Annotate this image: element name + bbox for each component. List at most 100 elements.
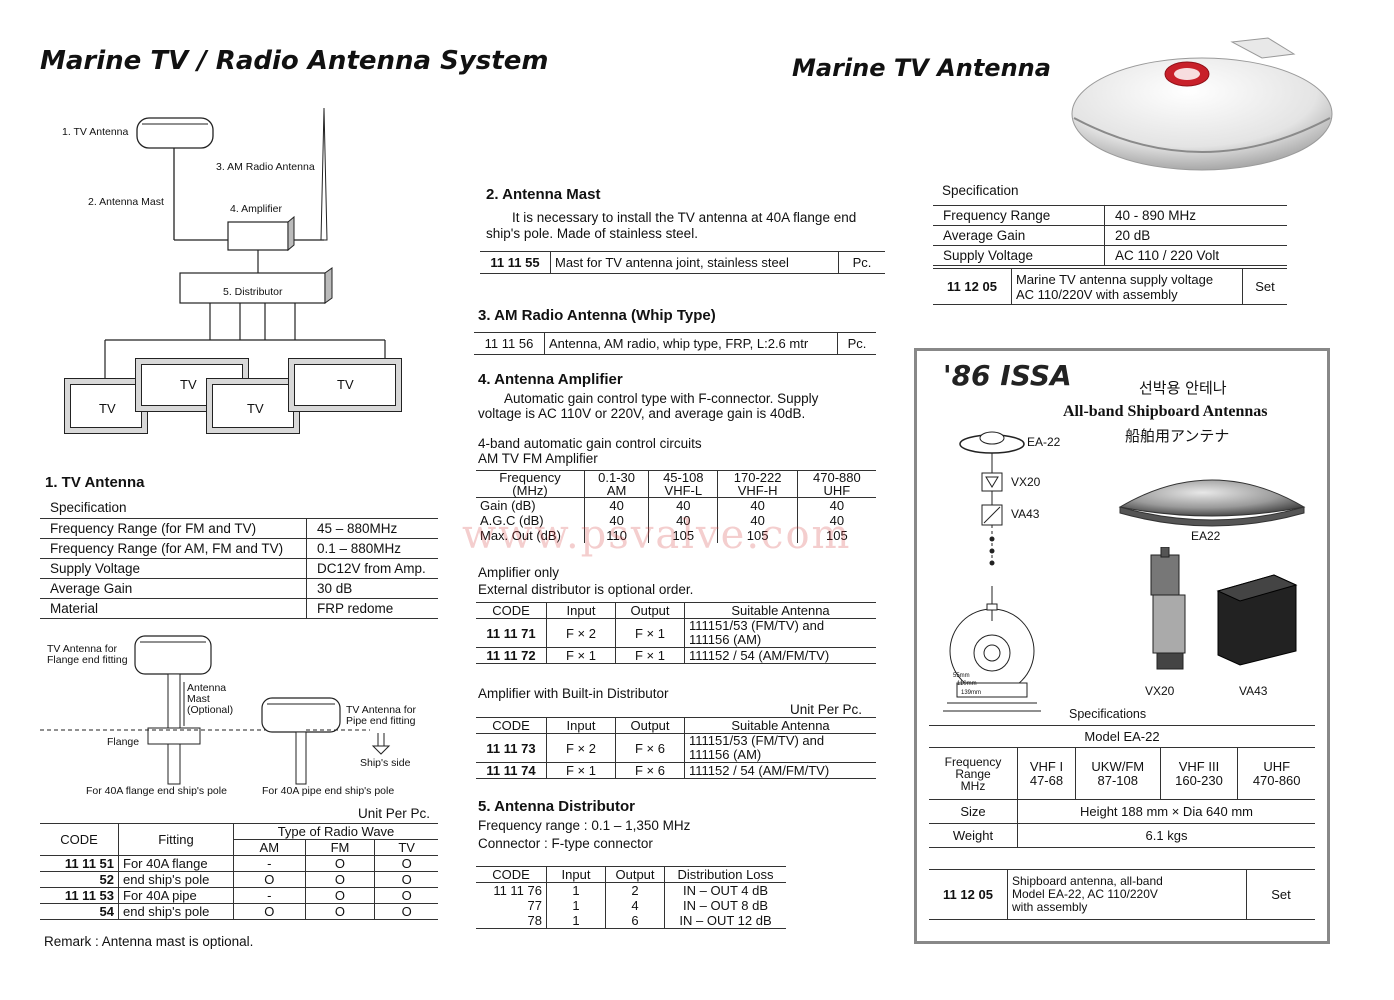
flange-caption: For 40A flange end ship's pole [86,785,227,797]
fit-tv: O [374,871,438,888]
issa-unit: Set [1246,869,1315,920]
fit-am: - [233,887,306,904]
table-row: 11 11 72 F × 1 F × 1 111152 / 54 (AM/FM/… [476,647,876,664]
amp-output: F × 1 [615,618,685,648]
mast-unit: Pc. [838,251,885,274]
amp-row-key: A.G.C (dB) [480,513,544,528]
amp-cell: 40 [796,513,876,528]
vx20-label: VX20 [1011,475,1041,489]
am-radio-code: 11 11 56 [474,332,545,355]
col-suitable: Suitable Antenna [684,602,876,619]
amp-only-table: CODE Input Output Suitable Antenna 11 11… [476,602,876,664]
pipe-caption: For 40A pipe end ship's pole [262,785,395,797]
fit-fm: O [304,855,376,872]
fit-fm: O [304,887,376,904]
amp-cell: 40 [648,497,719,513]
label-distributor: 5. Distributor [223,286,283,298]
issa-freq-label: Frequency Range MHz [929,747,1018,800]
vx20-photo [1150,547,1186,670]
col-output: Output [615,717,685,734]
freq-header: Frequency (MHz) [476,470,585,498]
table-row: 11 11 51 For 40A flange - O O [40,855,438,872]
watermark: www.psvalve.com [462,512,852,558]
tv-label: TV [337,377,354,392]
amp-text-2: voltage is AC 110V or 220V, and average … [478,406,806,421]
ships-side-label: Ship's side [360,757,411,769]
am-radio-heading: 3. AM Radio Antenna (Whip Type) [478,307,716,324]
col-output: Output [615,602,685,619]
spec-key: Material [40,598,307,619]
amp-suitable: 111152 / 54 (AM/FM/TV) [684,762,876,779]
issa-english: All-band Shipboard Antennas [1063,403,1268,420]
mount-diagram: TV Antenna for Flange end fitting Antenn… [40,630,440,800]
col-input: Input [546,866,606,883]
col-fitting: Fitting [118,823,234,856]
col-code: CODE [476,866,547,883]
issa-model: Model EA-22 [929,725,1315,748]
table-row: 11 11 74 F × 1 F × 6 111152 / 54 (AM/FM/… [476,762,876,779]
col-output: Output [605,866,665,883]
right-unit: Set [1242,268,1287,305]
dim-1: 55mm [953,673,970,679]
tv-antenna-spec-label: Specification [50,500,127,515]
freq-h2: (MHz) [512,483,548,498]
amp-cell: 105 [717,528,798,543]
mast-optional-label: Antenna Mast (Optional) [187,682,234,716]
fit-desc: For 40A pipe [118,887,234,904]
issa-korean: 선박용 안테나 [1139,379,1227,397]
ea22-photo [1118,479,1306,527]
fit-code: 52 [40,871,119,888]
va43-label: VA43 [1011,507,1040,521]
col-code: CODE [476,717,547,734]
am-radio-desc: Antenna, AM radio, whip type, FRP, L:2.6… [544,332,838,355]
col-type-radio-wave: Type of Radio Wave [233,823,438,840]
spec-value: 30 dB [306,578,438,599]
marine-tv-antenna-photo [1071,37,1333,171]
fit-desc: end ship's pole [118,871,234,888]
issa-japanese: 船舶用アンテナ [1125,427,1230,445]
spec-value: FRP redome [306,598,438,619]
amp-input: F × 2 [546,618,616,648]
amp-output: F × 6 [615,733,685,763]
amp-code: 11 11 72 [476,647,547,664]
mast-code: 11 11 55 [480,251,551,274]
amp-cell: 105 [796,528,876,543]
page-title-right: Marine TV Antenna [792,54,1051,82]
col-fm: FM [304,839,376,856]
fit-tv: O [374,887,438,904]
right-product-table: 11 12 05 Marine TV antenna supply voltag… [933,268,1287,305]
amp-row-key: Max. Out (dB) [480,528,561,543]
spec-value: AC 110 / 220 Volt [1104,245,1287,266]
freq-h1: Frequency [499,470,561,485]
amp-text-1: Automatic gain control type with F-conne… [504,391,819,406]
system-diagram: 1. TV Antenna 3. AM Radio Antenna 2. Ant… [40,100,460,450]
amp-row-key: Gain (dB) [480,498,536,513]
builtin-table: CODE Input Output Suitable Antenna 11 11… [476,717,876,779]
amp-code: 11 11 71 [476,618,547,648]
builtin-label: Amplifier with Built-in Distributor [478,686,669,701]
tv-label: TV [247,401,264,416]
mast-desc: Mast for TV antenna joint, stainless ste… [550,251,839,274]
mast-text-1: It is necessary to install the TV antenn… [512,210,857,225]
amp-code: 11 11 74 [476,762,547,779]
amp-cell: 40 [583,497,650,513]
flange-label: Flange [107,736,140,748]
amp-cell: 40 [717,513,798,528]
fit-am: O [233,903,306,920]
col-code: CODE [40,823,119,856]
